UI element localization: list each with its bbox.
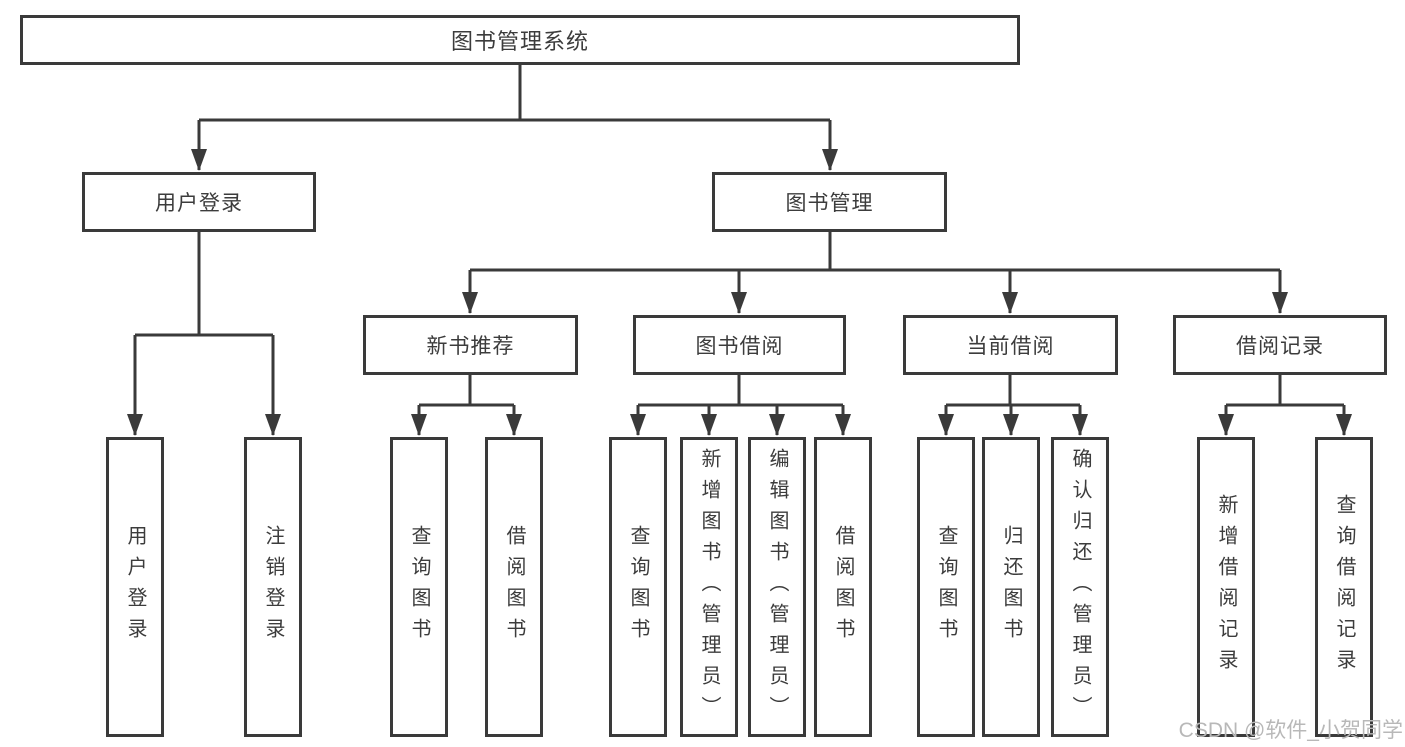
- csdn-watermark: CSDN @软件_小贺同学: [1178, 719, 1403, 742]
- node-record-add-borrow-record: 新增借阅记录: [1197, 437, 1255, 737]
- node-label: 查询图书: [627, 525, 649, 649]
- node-label: 新书推荐: [426, 335, 515, 358]
- node-user-login: 用户登录: [106, 437, 164, 737]
- node-borrow-add-books-admin: 新增图书（管理员）: [680, 437, 738, 737]
- node-label: 借阅图书: [503, 525, 525, 649]
- node-label: 当前借阅: [966, 335, 1055, 358]
- node-current-query-books: 查询图书: [917, 437, 975, 737]
- node-borrow-records: 借阅记录: [1173, 315, 1387, 375]
- node-label: 归还图书: [1000, 525, 1022, 649]
- node-label: 确认归还（管理员）: [1069, 447, 1091, 727]
- node-record-query-borrow-record: 查询借阅记录: [1315, 437, 1373, 737]
- node-logout: 注销登录: [244, 437, 302, 737]
- node-label: 用户登录: [155, 192, 243, 215]
- node-book-management: 图书管理: [712, 172, 947, 232]
- node-new-book-recommend: 新书推荐: [363, 315, 578, 375]
- node-label: 借阅记录: [1236, 335, 1324, 358]
- node-current-confirm-return-admin: 确认归还（管理员）: [1051, 437, 1109, 737]
- node-label: 查询借阅记录: [1333, 494, 1355, 680]
- node-label: 注销登录: [262, 525, 284, 649]
- node-borrow-edit-books-admin: 编辑图书（管理员）: [748, 437, 806, 737]
- node-label: 图书借阅: [695, 335, 784, 358]
- node-current-borrow: 当前借阅: [903, 315, 1118, 375]
- node-recommend-borrow-books: 借阅图书: [485, 437, 543, 737]
- node-label: 用户登录: [124, 525, 146, 649]
- node-user-login-group: 用户登录: [82, 172, 316, 232]
- node-label: 编辑图书（管理员）: [766, 447, 788, 727]
- node-label: 图书管理: [785, 192, 874, 215]
- node-borrow-query-books: 查询图书: [609, 437, 667, 737]
- node-label: 查询图书: [408, 525, 430, 649]
- node-label: 图书管理系统: [450, 29, 589, 54]
- node-label: 借阅图书: [832, 525, 854, 649]
- node-current-return-books: 归还图书: [982, 437, 1040, 737]
- node-book-borrow: 图书借阅: [633, 315, 846, 375]
- node-borrow-borrow-books: 借阅图书: [814, 437, 872, 737]
- node-recommend-query-books: 查询图书: [390, 437, 448, 737]
- node-library-system: 图书管理系统: [20, 15, 1020, 65]
- node-label: 新增图书（管理员）: [698, 447, 720, 727]
- node-label: 新增借阅记录: [1215, 494, 1237, 680]
- node-label: 查询图书: [935, 525, 957, 649]
